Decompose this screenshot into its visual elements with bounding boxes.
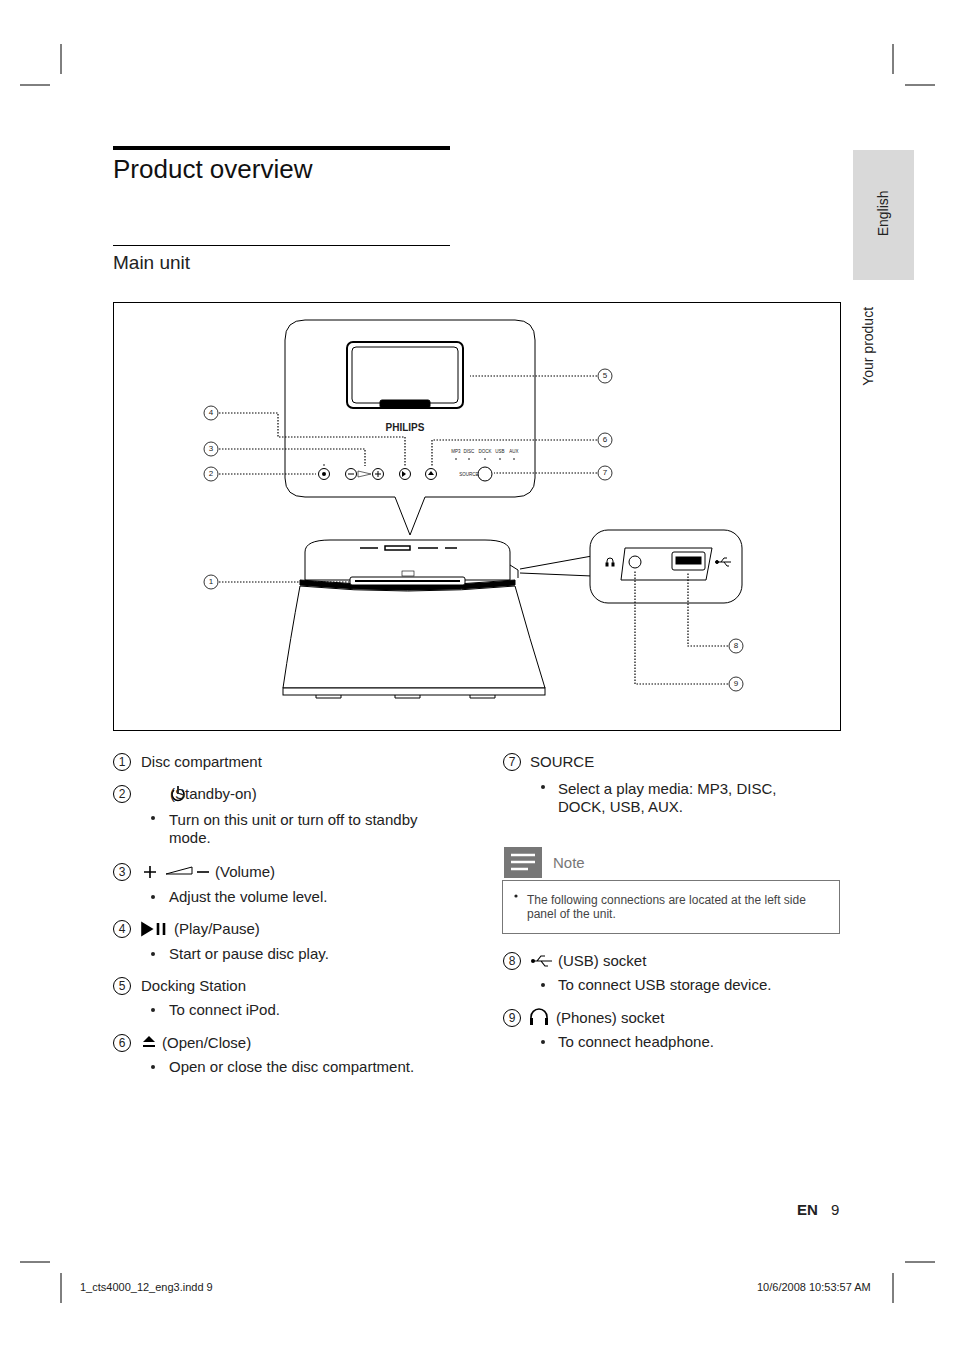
source-indicator: DISC [464,449,475,454]
callout-number: 9 [734,679,738,689]
note-text: The following connections are located at… [527,893,827,922]
part-description: Open or close the disc compartment. [169,1058,414,1076]
callout-number: 3 [209,444,213,454]
part-name: Disc compartment [141,753,262,771]
part-description: Turn on this unit or turn off to standby… [169,811,454,847]
page-title: Product overview [113,154,312,185]
source-indicator: AUX [509,449,518,454]
callout-number: 6 [603,435,607,445]
note-frame [502,845,840,934]
section-rule [113,245,450,246]
source-indicator: DOCK [478,449,491,454]
list-number: 1 [119,755,126,769]
callout-number: 1 [209,577,213,587]
part-name: (Open/Close) [162,1034,251,1052]
button-label: SOURCE [459,472,478,477]
list-icons [142,786,552,1047]
title-rule [113,146,450,150]
list-number: 4 [119,922,126,936]
part-name: (Standby-on) [170,785,257,803]
bullets [151,785,545,1069]
language-code: EN [797,1201,818,1219]
part-description: Start or pause disc play. [169,945,329,963]
side-tab-text: Your product [860,307,877,386]
note-heading: Note [553,854,585,872]
list-number: 3 [119,865,126,879]
brand-logo: PHILIPS [386,422,425,434]
print-timestamp: 10/6/2008 10:53:57 AM [757,1281,871,1294]
page-number: 9 [831,1201,839,1219]
part-name: (USB) socket [558,952,646,970]
file-slug: 1_cts4000_12_eng3.indd 9 [80,1281,213,1294]
part-description: To connect USB storage device. [558,976,771,994]
callout-number: 2 [209,469,213,479]
part-name: (Volume) [215,863,275,881]
list-number-circles [114,754,521,1052]
leader-lines [219,376,728,684]
main-unit [283,540,545,698]
callout-circles [204,369,743,691]
list-number: 8 [509,954,516,968]
callout-number: 4 [209,408,213,418]
list-number: 6 [119,1036,126,1050]
list-number: 7 [509,755,516,769]
part-description: To connect headphone. [558,1033,714,1051]
list-number: 2 [119,787,126,801]
part-name: Docking Station [141,977,246,995]
figure-frame [114,303,841,731]
callout-number: 7 [603,468,607,478]
part-name: SOURCE [530,753,594,771]
side-panel-callout [520,530,742,603]
source-indicator: MP3 [451,449,460,454]
crop-marks [20,44,935,1303]
part-description: Adjust the volume level. [169,888,327,906]
note-box: NoteThe following connections are locate… [502,845,840,934]
callout-number: 5 [603,371,607,381]
part-description: To connect iPod. [169,1001,280,1019]
part-name: (Phones) socket [556,1009,664,1027]
part-description: Select a play media: MP3, DISC, DOCK, US… [558,780,808,816]
source-indicator: USB [495,449,504,454]
callout-number: 8 [734,641,738,651]
panel-callout [285,320,535,535]
part-name: (Play/Pause) [174,920,260,938]
list-number: 9 [509,1011,516,1025]
tab-text: English [875,190,892,236]
language-tab: English [853,150,914,280]
list-number: 5 [119,979,126,993]
section-heading: Main unit [113,252,190,275]
